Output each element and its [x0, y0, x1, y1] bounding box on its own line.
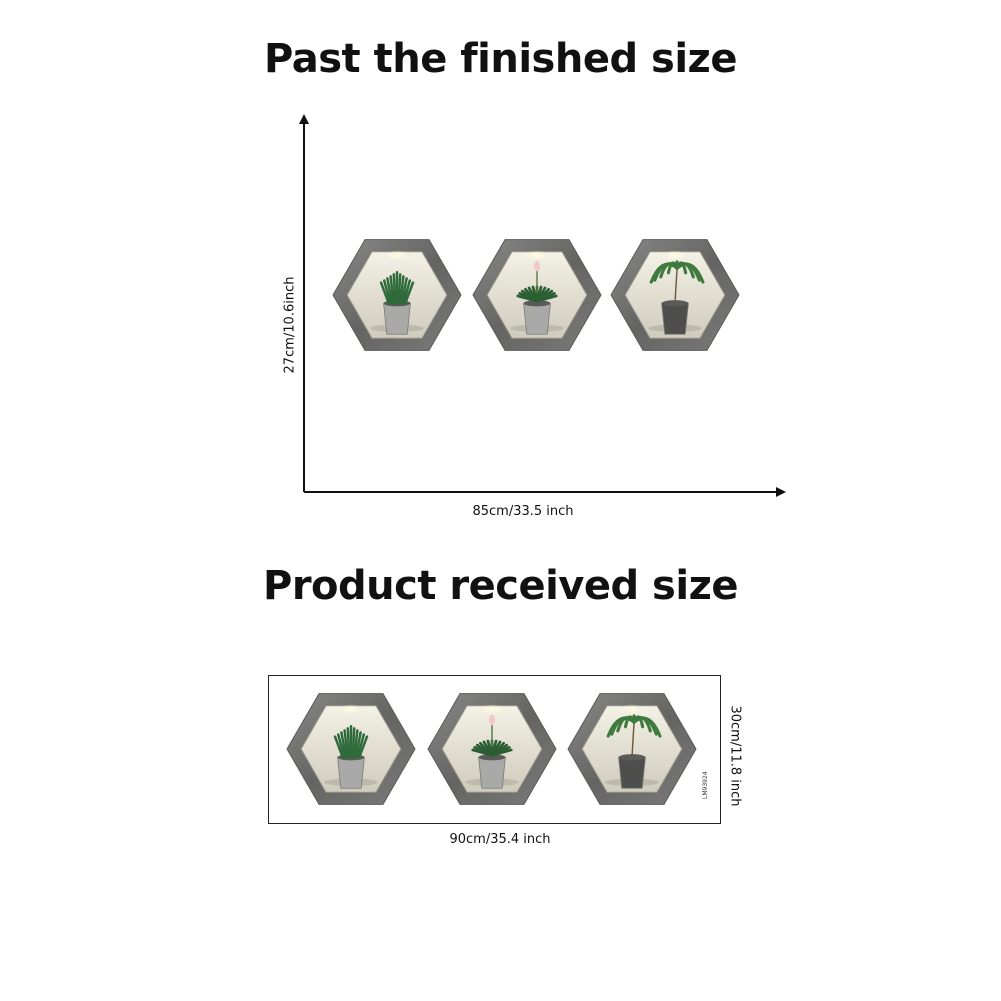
flowering-succulent-plant [516, 260, 558, 303]
flowering-succulent-plant-pot [478, 754, 506, 789]
hexagon-niche [472, 239, 602, 351]
hexagon-niche [332, 239, 462, 351]
finished-width-label: 85cm/33.5 inch [472, 504, 574, 519]
palm-plant-pot [618, 754, 646, 789]
light-icon [525, 250, 549, 261]
light-icon [480, 704, 504, 715]
hexagon-niche [286, 693, 416, 805]
flowering-succulent-plant [471, 714, 513, 757]
flowering-succulent-plant-pot [523, 300, 551, 335]
rosemary-plant-pot [337, 754, 365, 789]
rosemary-plant-pot [383, 300, 411, 335]
light-icon [339, 704, 363, 715]
palm-plant [649, 260, 705, 304]
hexagon-niche [610, 239, 740, 351]
hexagon-niche [567, 693, 697, 805]
received-height-label: 30cm/11.8 inch [727, 705, 743, 807]
received-size-title: Product received size [263, 563, 739, 609]
finished-size-title: Past the finished size [264, 36, 737, 82]
palm-plant [606, 714, 662, 758]
received-width-label: 90cm/35.4 inch [449, 832, 551, 847]
hexagon-niche [427, 693, 557, 805]
light-icon [663, 250, 687, 261]
palm-plant-pot [661, 300, 689, 335]
rosemary-plant [333, 725, 369, 759]
light-icon [385, 250, 409, 261]
product-code: LM93924 [702, 771, 709, 799]
light-icon [620, 704, 644, 715]
finished-height-label: 27cm/10.6inch [282, 276, 298, 374]
rosemary-plant [379, 271, 415, 305]
